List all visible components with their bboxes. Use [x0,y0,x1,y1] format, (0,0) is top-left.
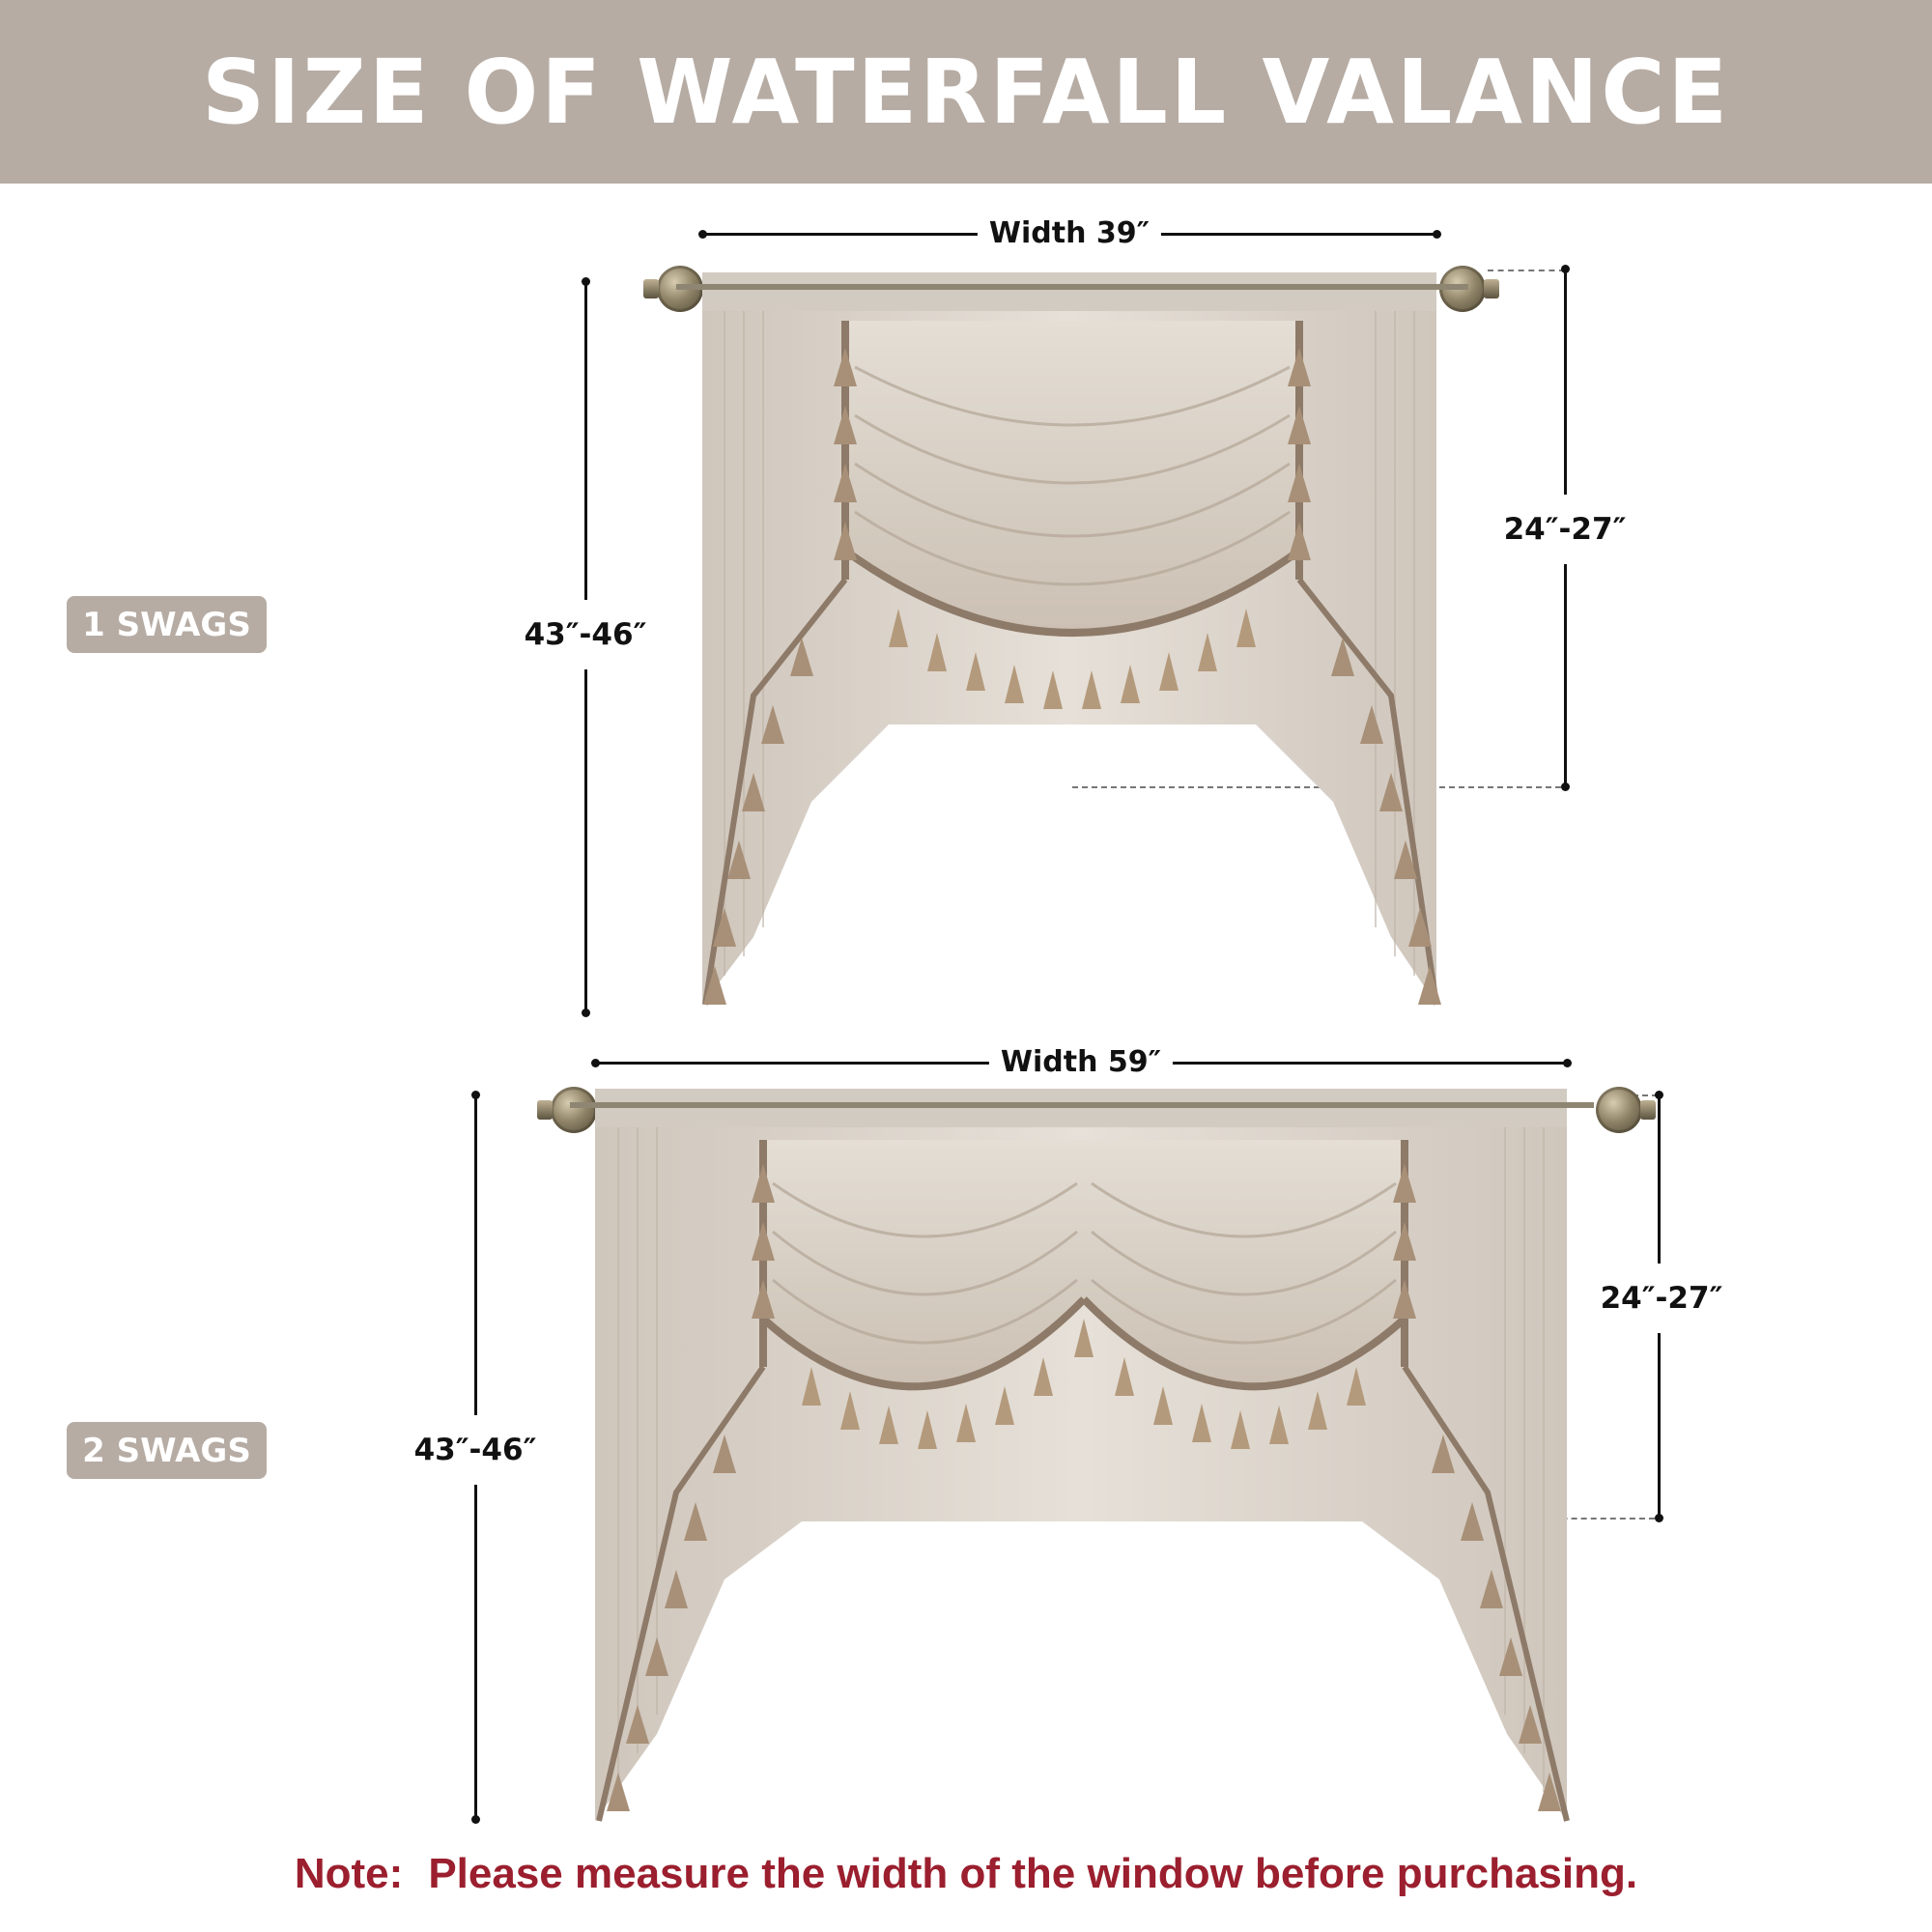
dim-guide [1488,270,1565,271]
dim-endpoint [471,1815,480,1824]
page-title: SIZE OF WATERFALL VALANCE [202,40,1730,144]
right-finial-icon [1596,1087,1656,1133]
badge-2-swags: 2 SWAGS [67,1422,267,1479]
total-length-label-1: 43″-46″ [524,600,647,669]
swag-length-label-1: 24″-27″ [1503,495,1627,564]
curtain-illustration [570,1089,1594,1822]
swag-length-label-2: 24″-27″ [1600,1264,1723,1333]
note-lead: Note: [294,1850,404,1897]
badge-1-swags: 1 SWAGS [67,596,267,653]
dim-endpoint [1433,230,1441,239]
dim-endpoint [582,1009,590,1017]
valance-image-1-swag [638,261,1507,1024]
width-label-1: Width 39″ [977,216,1162,250]
curtain-illustration [676,272,1468,1006]
dim-endpoint [1655,1514,1663,1522]
header-banner: SIZE OF WATERFALL VALANCE [0,0,1932,184]
note-text: Please measure the width of the window b… [428,1850,1638,1897]
dim-endpoint [1561,782,1570,791]
total-length-label-2: 43″-46″ [413,1415,537,1485]
dim-guide [1623,1094,1658,1096]
dim-guide [1072,786,1561,788]
valance-image-2-swags [531,1077,1656,1835]
purchase-note: Note: Please measure the width of the win… [0,1850,1932,1898]
dim-endpoint [1563,1059,1572,1067]
left-finial-icon [537,1087,597,1133]
width-label-2: Width 59″ [988,1045,1174,1079]
